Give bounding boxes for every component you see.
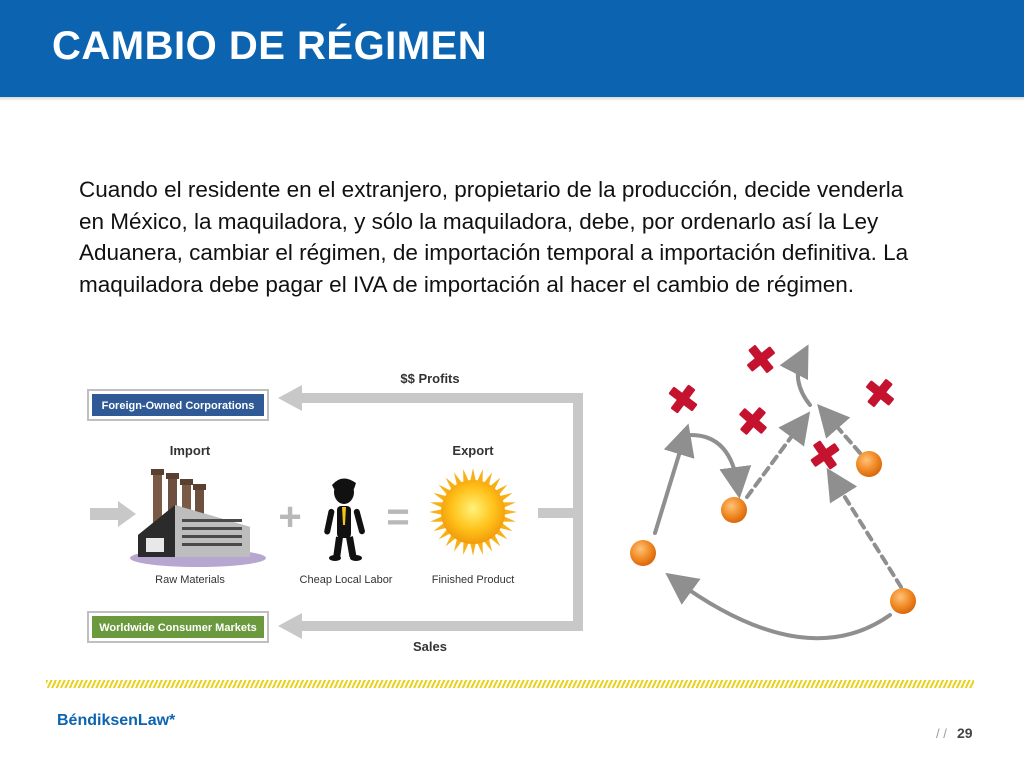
sun-ray	[477, 541, 483, 555]
import-label: Import	[170, 443, 211, 458]
cheap-labor-label: Cheap Local Labor	[300, 574, 393, 586]
sun-ray	[429, 509, 443, 515]
sun-ray	[438, 529, 451, 540]
raw-materials-label: Raw Materials	[155, 574, 225, 586]
cross-mark	[739, 407, 767, 435]
header-shadow	[0, 97, 1024, 101]
page-separator: / /	[936, 726, 947, 741]
sun-ray	[499, 492, 513, 502]
sun-ray	[470, 468, 476, 482]
plus-sign: +	[278, 495, 301, 539]
export-label: Export	[452, 443, 494, 458]
slide-header: CAMBIO DE RÉGIMEN	[0, 0, 1024, 97]
worker-icon	[324, 478, 365, 561]
solid-arrow-bottom-curve	[665, 572, 892, 641]
sun-core	[441, 480, 505, 544]
equals-sign: =	[386, 495, 409, 539]
logo-name: BéndiksenLaw	[57, 712, 170, 729]
sun-ray	[463, 469, 469, 483]
node-middle	[721, 497, 747, 523]
network-nodes	[630, 451, 916, 614]
sales-arrow-head	[278, 613, 302, 639]
sun-ray	[499, 522, 513, 532]
sun-ray	[477, 469, 483, 483]
sun-ray	[433, 522, 447, 532]
profits-arrow-head	[278, 385, 302, 411]
benediksen-law-logo: BéndiksenLaw*	[57, 712, 175, 730]
sun-ray	[490, 477, 501, 490]
dashed-arrow-1	[745, 411, 811, 499]
finished-product-label: Finished Product	[432, 574, 515, 586]
consumer-markets-label: Worldwide Consumer Markets	[99, 622, 257, 634]
sun-ray	[430, 502, 444, 508]
node-left	[630, 540, 656, 566]
sun-ray	[463, 541, 469, 555]
network-arrows	[653, 344, 903, 641]
sun-ray	[502, 516, 516, 522]
foreign-owned-box: Foreign-Owned Corporations	[87, 389, 269, 421]
logo-mark: *	[169, 712, 176, 729]
sun-ray	[453, 472, 463, 486]
foreign-owned-label: Foreign-Owned Corporations	[102, 400, 255, 412]
page-number: 29	[957, 725, 973, 741]
right-vertical-bar	[573, 393, 583, 631]
sun-ray	[470, 542, 476, 556]
solid-arrow-top-curve	[779, 344, 812, 407]
cross-mark	[747, 345, 775, 373]
node-right-lower	[890, 588, 916, 614]
slide-body-text: Cuando el residente en el extranjero, pr…	[79, 177, 909, 297]
solid-arrow-left-up	[653, 423, 695, 535]
network-crosses	[668, 345, 894, 470]
dashed-arrow-2	[826, 467, 903, 589]
profits-label: $$ Profits	[400, 371, 459, 386]
sun-ray	[495, 529, 508, 540]
profits-arrow-shaft	[295, 393, 583, 403]
sun-ray	[445, 477, 456, 490]
network-diagram	[630, 344, 916, 641]
sun-icon	[429, 468, 517, 556]
consumer-markets-box: Worldwide Consumer Markets	[87, 611, 269, 643]
footer-stripe	[46, 680, 974, 688]
sun-ray	[495, 484, 508, 495]
input-arrow-shaft	[90, 508, 120, 520]
maquiladora-diagram: $$ Profits Sales Foreign-Owned Corporati…	[87, 371, 583, 654]
sun-ray	[503, 509, 517, 515]
sales-label: Sales	[413, 639, 447, 654]
slide-title: CAMBIO DE RÉGIMEN	[52, 24, 488, 68]
sun-ray	[483, 538, 493, 552]
sun-ray	[433, 492, 447, 502]
sun-ray	[502, 502, 516, 508]
factory-icon	[130, 469, 266, 567]
sales-arrow-shaft	[295, 621, 583, 631]
sun-ray	[445, 534, 456, 547]
cross-mark	[668, 384, 698, 414]
solid-arrow-curve-down	[689, 433, 752, 499]
cross-mark	[810, 440, 840, 470]
dashed-arrow-3	[817, 403, 862, 455]
sun-ray	[430, 516, 444, 522]
input-arrow-head	[118, 501, 136, 527]
cross-mark	[866, 379, 894, 407]
flow-arrows	[90, 385, 583, 639]
node-right-upper	[856, 451, 882, 477]
sun-ray	[453, 538, 463, 552]
sun-ray	[490, 534, 501, 547]
sun-ray	[438, 484, 451, 495]
sun-ray	[483, 472, 493, 486]
output-connector	[538, 508, 574, 518]
